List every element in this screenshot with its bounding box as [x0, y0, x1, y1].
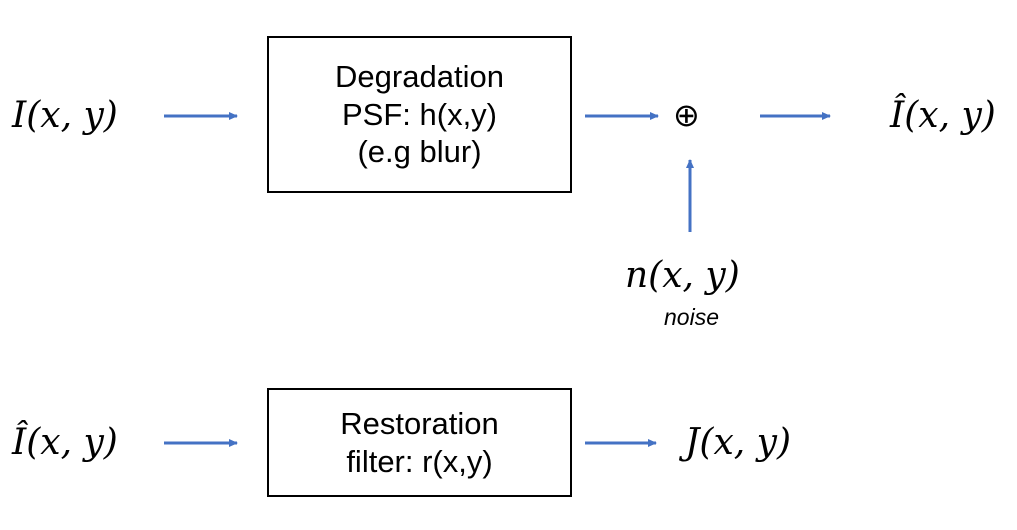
degradation-block-title: Degradation: [335, 58, 504, 94]
degradation-block-example: (e.g blur): [357, 134, 482, 170]
restored-output-symbol: J(x, y): [685, 422, 792, 463]
restoration-block: Restoration filter: r(x,y): [267, 388, 572, 497]
noise-symbol: n(x, y): [625, 255, 740, 296]
degraded-output-symbol: Î(x, y): [890, 95, 996, 136]
degradation-block-psf: PSF: h(x,y): [341, 96, 497, 132]
degradation-input-symbol: I(x, y): [12, 95, 118, 136]
restoration-input-symbol: Î(x, y): [12, 422, 118, 463]
degradation-block: Degradation PSF: h(x,y) (e.g blur): [267, 36, 572, 193]
restoration-block-filter: filter: r(x,y): [346, 443, 493, 479]
noise-label: noise: [664, 304, 719, 330]
sum-junction-symbol: ⊕: [673, 96, 700, 134]
restoration-block-title: Restoration: [340, 405, 499, 441]
